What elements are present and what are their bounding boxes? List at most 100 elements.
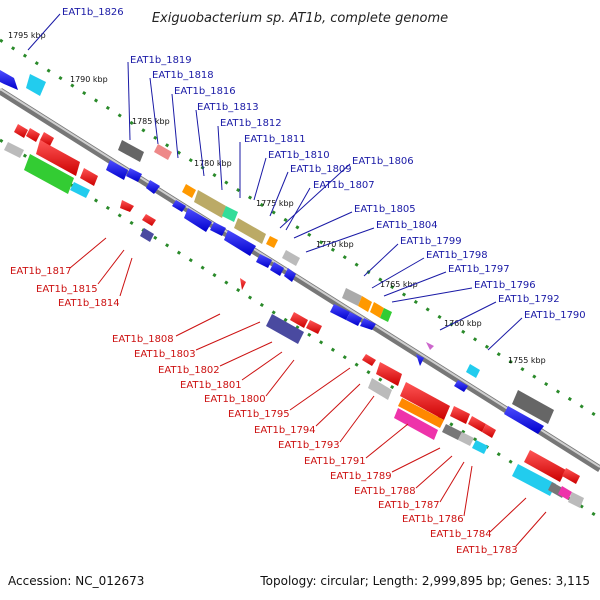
gene-label: EAT1b_1816	[174, 86, 236, 97]
gene-label: EAT1b_1802	[158, 365, 220, 376]
gene-pink	[154, 144, 172, 160]
kbp-label: 1760 kbp	[444, 319, 482, 328]
gene-grey	[4, 142, 24, 158]
gene-cyan	[472, 440, 488, 454]
gene-label: EAT1b_1801	[180, 380, 242, 391]
gene-forward	[106, 160, 128, 180]
kbp-label: 1790 kbp	[70, 75, 108, 84]
gene-orange	[358, 296, 372, 312]
kbp-label: 1795 kbp	[8, 31, 46, 40]
gene-reverse	[40, 132, 54, 146]
gene-grey	[342, 288, 362, 306]
gene-label: EAT1b_1786	[402, 514, 464, 525]
kbp-label: 1770 kbp	[316, 240, 354, 249]
gene-label: EAT1b_1814	[58, 298, 120, 309]
gene-magenta	[426, 342, 434, 350]
gene-label: EAT1b_1810	[268, 150, 330, 161]
gene-label: EAT1b_1826	[62, 7, 124, 18]
gene-forward	[330, 304, 350, 320]
gene-reverse	[362, 354, 376, 366]
gene-label: EAT1b_1812	[220, 118, 282, 129]
gene-label: EAT1b_1806	[352, 156, 414, 167]
gene-orange	[266, 236, 278, 248]
gene-reverse	[400, 382, 450, 420]
gene-olive	[194, 190, 226, 218]
gene-reverse	[14, 124, 28, 138]
gene-label: EAT1b_1815	[36, 284, 98, 295]
gene-purple	[140, 228, 154, 242]
bottom-gene-labels: EAT1b_1817 EAT1b_1815 EAT1b_1814 EAT1b_1…	[10, 266, 518, 556]
gene-label: EAT1b_1798	[426, 250, 488, 261]
gene-label: EAT1b_1790	[524, 310, 586, 321]
gene-grey	[458, 432, 474, 446]
gene-cyan	[512, 464, 556, 496]
gene-label: EAT1b_1808	[112, 334, 174, 345]
gene-forward	[146, 180, 160, 194]
gene-purple	[266, 314, 304, 344]
track-guides	[0, 38, 600, 520]
gene-label: EAT1b_1783	[456, 545, 518, 556]
gene-label: EAT1b_1807	[313, 180, 375, 191]
gene-label: EAT1b_1795	[228, 409, 290, 420]
gene-label: EAT1b_1788	[354, 486, 416, 497]
top-gene-labels: EAT1b_1826 EAT1b_1819 EAT1b_1818 EAT1b_1…	[62, 7, 586, 321]
gene-grey	[118, 140, 144, 162]
gene-features	[0, 70, 584, 508]
gene-forward	[270, 262, 284, 276]
gene-label: EAT1b_1797	[448, 264, 510, 275]
gene-reverse	[26, 128, 40, 142]
gene-orange	[182, 184, 196, 198]
top-callouts	[27, 13, 523, 351]
gene-label: EAT1b_1819	[130, 55, 192, 66]
gene-grey	[282, 250, 300, 266]
gene-cyan	[26, 74, 46, 96]
gene-label: EAT1b_1793	[278, 440, 340, 451]
gene-label: EAT1b_1804	[376, 220, 438, 231]
gene-label: EAT1b_1791	[304, 456, 366, 467]
gene-forward	[284, 268, 296, 282]
gene-label: EAT1b_1813	[197, 102, 259, 113]
gene-green	[24, 154, 74, 194]
gene-reverse	[240, 278, 246, 290]
gene-label: EAT1b_1817	[10, 266, 72, 277]
gene-label: EAT1b_1792	[498, 294, 560, 305]
gene-forward	[126, 168, 142, 182]
gene-grey	[442, 424, 462, 440]
gene-reverse	[80, 168, 98, 186]
gene-reverse	[142, 214, 156, 226]
gene-label: EAT1b_1796	[474, 280, 536, 291]
gene-label: EAT1b_1794	[254, 425, 316, 436]
gene-grey	[512, 390, 554, 424]
topology-text: Topology: circular; Length: 2,999,895 bp…	[260, 574, 590, 588]
gene-reverse	[468, 416, 486, 432]
gene-reverse	[524, 450, 566, 482]
gene-forward	[416, 354, 424, 366]
kbp-label: 1765 kbp	[380, 280, 418, 289]
gene-label: EAT1b_1789	[330, 471, 392, 482]
gene-label: EAT1b_1805	[354, 204, 416, 215]
gene-label: EAT1b_1787	[378, 500, 440, 511]
gene-grey	[568, 492, 584, 508]
gene-forward	[172, 200, 186, 212]
kbp-label: 1785 kbp	[132, 117, 170, 126]
accession-text: Accession: NC_012673	[8, 574, 145, 588]
gene-teal	[222, 206, 238, 222]
gene-green	[380, 308, 392, 322]
gene-orange	[398, 398, 444, 428]
gene-label: EAT1b_1803	[134, 349, 196, 360]
gene-forward	[256, 254, 272, 268]
gene-magenta	[394, 408, 438, 440]
gene-label: EAT1b_1784	[430, 529, 492, 540]
gene-cyan	[466, 364, 480, 378]
gene-reverse	[482, 424, 496, 438]
gene-forward	[224, 230, 256, 256]
gene-forward	[346, 312, 362, 326]
gene-forward	[504, 406, 544, 434]
gene-forward	[184, 208, 212, 232]
gene-forward	[210, 222, 226, 236]
kbp-label: 1780 kbp	[194, 159, 232, 168]
gene-label: EAT1b_1818	[152, 70, 214, 81]
gene-label: EAT1b_1809	[290, 164, 352, 175]
gene-grey	[368, 378, 392, 400]
